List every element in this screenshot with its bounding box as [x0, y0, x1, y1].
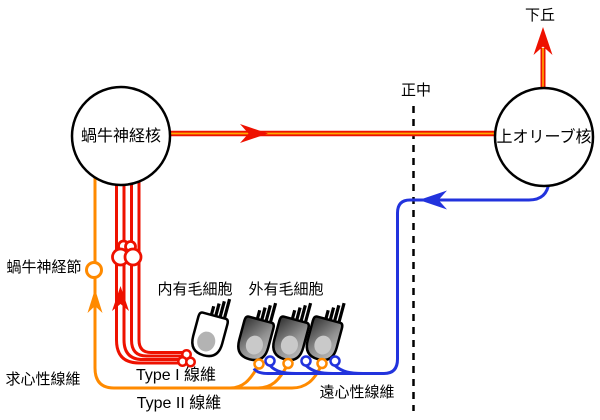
colliculus-projection-line: [533, 27, 553, 92]
inner-hair-cell-label: 内有毛細胞: [157, 281, 232, 298]
inferior-colliculus-label: 下丘: [525, 7, 555, 24]
crossing-projection-line: [166, 124, 498, 143]
cochlear-nucleus-node: 蝸牛神経核: [70, 85, 172, 187]
type1-up-arrowhead: [112, 286, 129, 311]
type1-ganglion-cells: [111, 239, 143, 267]
cochlear-ganglion-label: 蝸牛神経節: [6, 258, 81, 276]
efferent-boutons: [264, 355, 341, 367]
efferent-left-arrowhead: [419, 190, 447, 210]
type2-ganglion-cell: [85, 261, 103, 279]
efferent-fiber-path: [252, 181, 551, 375]
efferent-fiber-label: 遠心性線維: [319, 384, 394, 401]
superior-olivary-node: 上オリーブ核: [493, 86, 595, 188]
cell-nucleus: [314, 335, 332, 355]
superior-olivary-label: 上オリーブ核: [496, 127, 591, 146]
type1-terminal-endings: [177, 349, 196, 368]
right-arrowhead: [240, 124, 268, 143]
cell-nucleus: [280, 335, 298, 355]
outer-hair-cell-2: [268, 299, 313, 365]
cell-nucleus: [245, 335, 263, 355]
inner-hair-cell: [187, 295, 232, 361]
outer-hair-cell-3: [302, 299, 346, 365]
type1-fiber-bundle: [115, 178, 185, 365]
outer-hair-cell-label: 外有毛細胞: [248, 281, 323, 298]
cochlear-nucleus-label: 蝸牛神経核: [81, 127, 161, 145]
afferent-fiber-label: 求心性線維: [5, 371, 80, 388]
type2-up-arrowhead: [87, 289, 103, 313]
outer-hair-cell-1: [233, 299, 278, 365]
type2-fiber-label: Type II 線維: [137, 394, 221, 412]
up-arrowhead: [533, 27, 553, 55]
type1-fiber-label: Type I 線維: [136, 366, 216, 384]
cell-nucleus: [197, 331, 216, 352]
type2-boutons: [253, 357, 328, 370]
midline-label: 正中: [401, 82, 431, 99]
